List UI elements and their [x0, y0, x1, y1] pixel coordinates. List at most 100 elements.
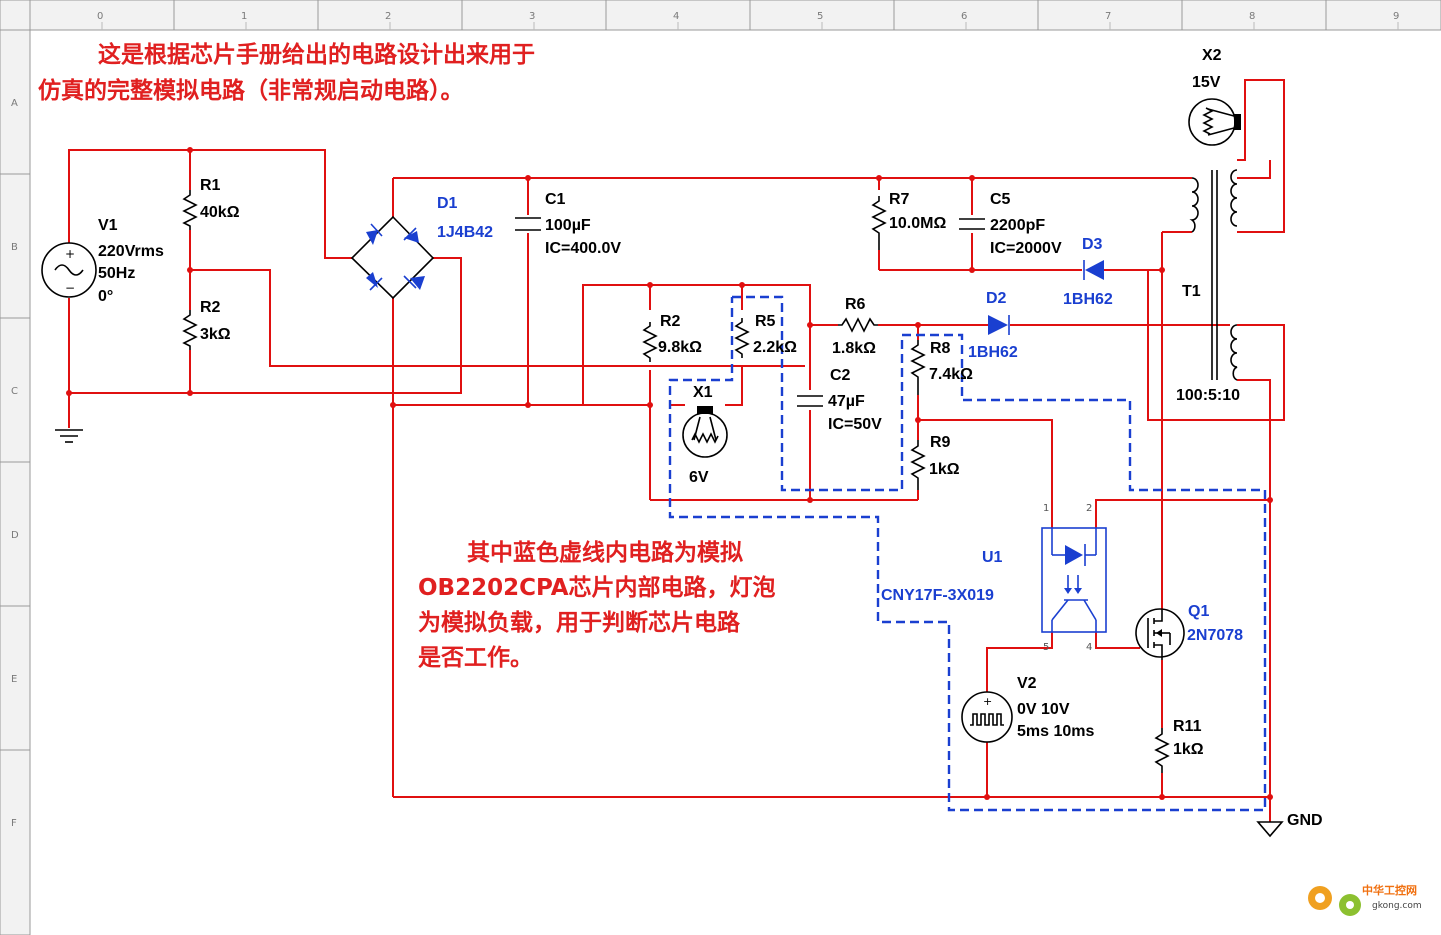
x2-name: X2 [1202, 47, 1222, 64]
desc-note-line1: 其中蓝色虚线内电路为模拟 [467, 539, 743, 566]
r8-name: R8 [930, 340, 951, 357]
title-note-line2: 仿真的完整模拟电路（非常规启动电路）。 [38, 77, 464, 104]
u1-pin1: 1 [1043, 503, 1049, 514]
gkong-logo: 中华工控网 gkong.com [1308, 883, 1422, 916]
u1-name: U1 [982, 549, 1003, 566]
ground-icon [55, 429, 83, 443]
resistor-r5-icon [734, 318, 750, 358]
gnd-label: GND [1287, 812, 1323, 829]
resistor-r1-icon [182, 190, 198, 230]
r7-value: 10.0MΩ [889, 215, 946, 232]
r9-value: 1kΩ [929, 461, 960, 478]
c2-value: 47µF [828, 393, 865, 410]
t1-ratio: 100:5:10 [1176, 387, 1240, 404]
svg-text:−: − [65, 281, 75, 295]
c2-name: C2 [830, 367, 851, 384]
r1-value: 40kΩ [200, 204, 240, 221]
c5-ic: IC=2000V [990, 240, 1062, 257]
bridge-rectifier-icon [350, 215, 435, 300]
watermark-brand: 中华工控网 [1362, 883, 1417, 897]
col-label-6: 6 [961, 11, 967, 22]
mosfet-q1-icon [1135, 608, 1185, 660]
diode-d2-icon [988, 315, 1010, 335]
title-note-line1: 这是根据芯片手册给出的电路设计出来用于 [98, 41, 535, 68]
row-label-d: D [11, 530, 19, 541]
q1-value: 2N7078 [1187, 627, 1243, 644]
v1-voltage: 220Vrms [98, 243, 164, 260]
c1-name: C1 [545, 191, 566, 208]
chip-boundary-dashed [668, 295, 1267, 812]
d2-value: 1BH62 [968, 344, 1018, 361]
row-label-b: B [11, 242, 18, 253]
resistor-r11-icon [1154, 728, 1170, 773]
d1-value: 1J4B42 [437, 224, 493, 241]
r8-value: 7.4kΩ [929, 366, 973, 383]
resistor-r9-icon [910, 440, 926, 490]
lamp-x2-icon [1188, 98, 1241, 146]
optocoupler-u1-icon [1041, 527, 1107, 633]
r2-name: R2 [200, 299, 221, 316]
row-label-a: A [11, 98, 18, 109]
col-label-1: 1 [241, 11, 247, 22]
svg-text:+: + [983, 695, 992, 708]
v2-name: V2 [1017, 675, 1037, 692]
u1-value: CNY17F-3X019 [881, 587, 994, 604]
row-label-e: E [11, 674, 17, 685]
t1-name: T1 [1182, 283, 1201, 300]
r2b-value: 9.8kΩ [658, 339, 702, 356]
col-label-4: 4 [673, 11, 679, 22]
v1-phase: 0° [98, 288, 113, 305]
capacitor-c1-icon [515, 217, 541, 231]
col-label-5: 5 [817, 11, 823, 22]
transformer-t1-icon [1189, 169, 1238, 381]
q1-name: Q1 [1188, 603, 1209, 620]
r11-name: R11 [1173, 718, 1202, 735]
r2b-name: R2 [660, 313, 681, 330]
col-label-2: 2 [385, 11, 391, 22]
col-label-3: 3 [529, 11, 535, 22]
v1-name: V1 [98, 217, 118, 234]
col-label-8: 8 [1249, 11, 1255, 22]
resistor-r7-icon [871, 196, 887, 250]
lamp-x1-icon [682, 406, 728, 458]
v2-levels: 0V 10V [1017, 701, 1070, 718]
r7-name: R7 [889, 191, 910, 208]
x1-value: 6V [689, 469, 709, 486]
r2-value: 3kΩ [200, 326, 231, 343]
c2-ic: IC=50V [828, 416, 882, 433]
r11-value: 1kΩ [1173, 741, 1204, 758]
pulse-source-icon: + [961, 691, 1013, 743]
d3-name: D3 [1082, 236, 1103, 253]
v1-frequency: 50Hz [98, 265, 135, 282]
r9-name: R9 [930, 434, 951, 451]
u1-pin4: 4 [1086, 642, 1092, 653]
wires [68, 79, 1285, 822]
d3-value: 1BH62 [1063, 291, 1113, 308]
c1-ic: IC=400.0V [545, 240, 621, 257]
d2-name: D2 [986, 290, 1007, 307]
gnd-ground-icon [1256, 821, 1284, 838]
v2-timing: 5ms 10ms [1017, 723, 1094, 740]
col-label-9: 9 [1393, 11, 1399, 22]
diode-d3-icon [1083, 260, 1104, 280]
d1-name: D1 [437, 195, 458, 212]
resistor-r2b-icon [642, 322, 658, 362]
u1-pin2: 2 [1086, 503, 1092, 514]
row-label-f: F [11, 818, 17, 829]
c5-value: 2200pF [990, 217, 1045, 234]
junction-dots [66, 147, 1273, 800]
u1-pin5: 5 [1043, 642, 1049, 653]
resistor-r6-icon [838, 317, 878, 333]
c1-value: 100µF [545, 217, 591, 234]
x1-name: X1 [693, 384, 713, 401]
ac-source-icon: + − [41, 242, 97, 298]
r1-name: R1 [200, 177, 221, 194]
col-label-7: 7 [1105, 11, 1111, 22]
col-label-0: 0 [97, 11, 103, 22]
capacitor-c5-icon [959, 218, 985, 230]
resistor-r8-icon [910, 340, 926, 395]
watermark-site: gkong.com [1372, 901, 1422, 911]
desc-note-line2: OB2202CPA芯片内部电路，灯泡 [418, 574, 776, 601]
